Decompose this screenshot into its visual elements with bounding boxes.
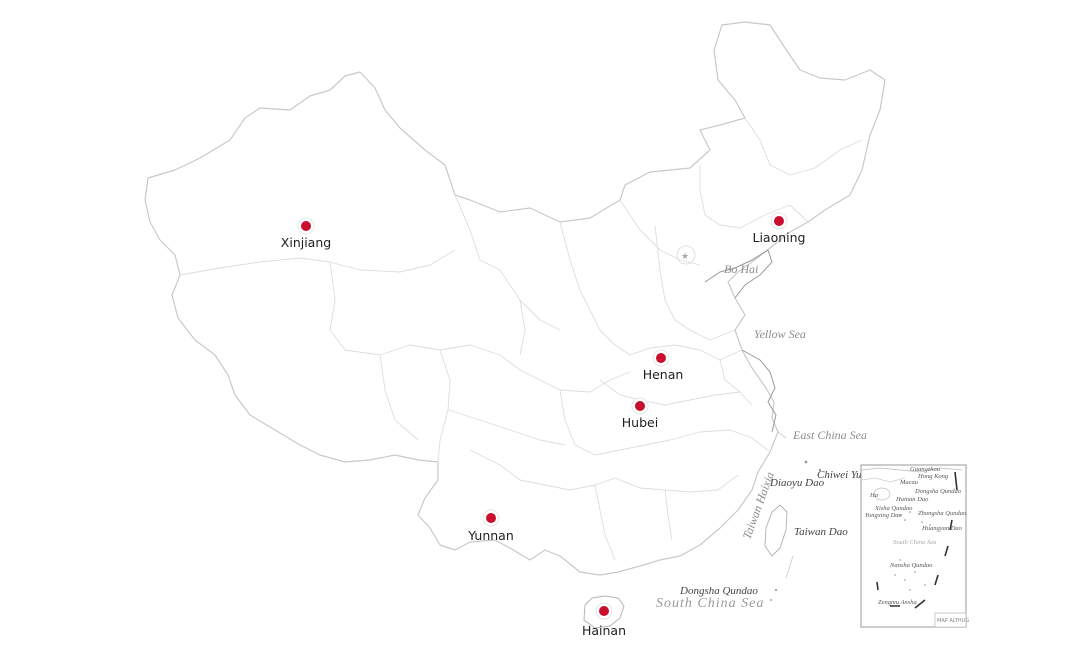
inset-yongxing: Yongxing Dao: [865, 512, 903, 519]
inset-huangyan: Huangyan Dao: [921, 525, 963, 532]
marker-label-yunnan: Yunnan: [467, 528, 514, 543]
bohai-coast: [704, 249, 773, 299]
marker-liaoning[interactable]: Liaoning: [753, 212, 806, 245]
marker-henan[interactable]: Henan: [643, 349, 684, 382]
inset-hong-kong: Hong Kong: [917, 473, 949, 480]
inset-dongsha: Dongsha Qundao: [914, 488, 962, 495]
inset-hainan-dao: Hainan Dao: [895, 496, 929, 503]
marker-hainan[interactable]: Hainan: [582, 602, 626, 638]
east-coast: [741, 349, 777, 433]
inset-nansha: Nansha Qundao: [889, 562, 933, 569]
inset-macau: Macau: [899, 479, 919, 486]
inset-zengmu: Zengmu Ansha: [878, 599, 917, 606]
diaoyu-dao-label: Diaoyu Dao: [769, 477, 825, 489]
inset-zhongsha: Zhongsha Qundao: [918, 510, 967, 517]
taiwan-island: [764, 504, 788, 557]
marker-label-liaoning: Liaoning: [753, 230, 806, 245]
province-boundaries: [179, 117, 863, 561]
inset-guangzhou: Guangzhou: [910, 466, 941, 473]
taiwan-dao-label: Taiwan Dao: [794, 526, 848, 538]
marker-label-henan: Henan: [643, 367, 684, 382]
capital-star-icon: ★: [681, 251, 689, 261]
marker-yunnan[interactable]: Yunnan: [467, 509, 514, 543]
marker-label-hubei: Hubei: [622, 415, 658, 430]
marker-xinjiang[interactable]: Xinjiang: [281, 217, 331, 250]
china-outline: [144, 21, 886, 576]
dongsha-qundao-label: Dongsha Qundao: [679, 585, 758, 597]
marker-label-hainan: Hainan: [582, 623, 626, 638]
inset-hainan-abbrev: Ha: [869, 492, 878, 499]
yellow-sea-label: Yellow Sea: [754, 327, 806, 341]
chiwei-yu-label: Chiwei Yu: [817, 469, 862, 481]
marker-hubei[interactable]: Hubei: [622, 397, 658, 430]
inset-xisha: Xisha Qundao: [874, 505, 913, 512]
inset-scale-note: MAP ALTHUG: [937, 618, 969, 624]
bo-hai-label: Bo Hai: [724, 262, 758, 276]
south-china-sea-inset: Guangzhou Hong Kong Macau Dongsha Qundao…: [860, 464, 969, 628]
inset-south-china-sea: South China Sea: [893, 539, 936, 546]
east-china-sea-label: East China Sea: [792, 428, 867, 442]
marker-label-xinjiang: Xinjiang: [281, 235, 331, 250]
south-china-sea-label: South China Sea: [656, 596, 764, 611]
